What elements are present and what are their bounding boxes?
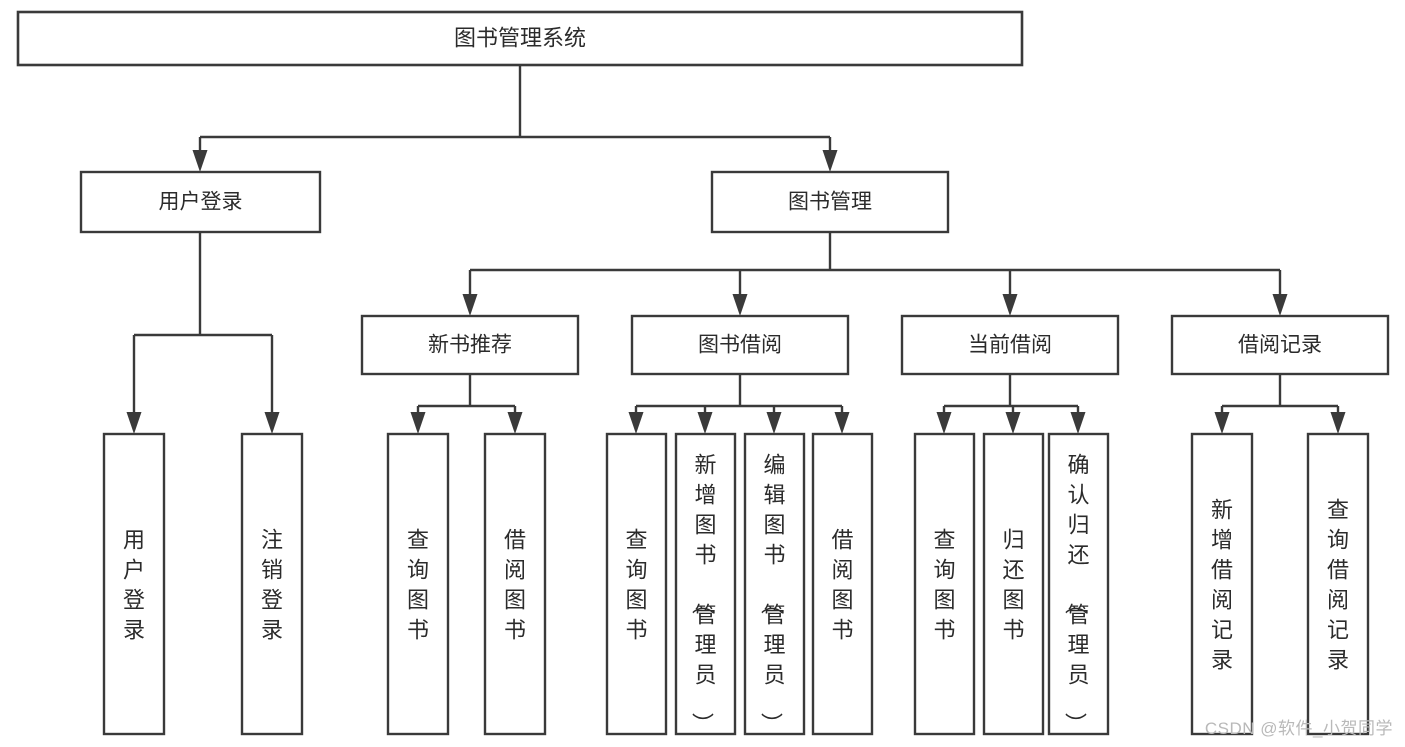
node-label: 新增借阅记录 xyxy=(1211,497,1233,672)
level1-node-图书管理[interactable]: 图书管理 xyxy=(710,170,950,234)
node-box xyxy=(811,432,874,736)
node-label: 新书推荐 xyxy=(428,334,512,357)
node-box xyxy=(710,170,950,234)
node-box xyxy=(360,314,580,376)
connector-user-login-to-leaves xyxy=(126,232,280,434)
connector-root-to-level1 xyxy=(192,65,838,172)
leaf-node-查询图书[interactable]: 查询图书 xyxy=(913,432,976,736)
leaf-node-查询图书[interactable]: 查询图书 xyxy=(386,432,450,736)
leaf-node-新增借阅记录[interactable]: 新增借阅记录 xyxy=(1190,432,1254,736)
connector-book-manage-to-level2 xyxy=(462,232,1288,316)
node-box xyxy=(386,432,450,736)
arrow-head-icon xyxy=(1002,294,1018,316)
node-label: 借阅记录 xyxy=(1238,334,1322,357)
leaf-node-借阅图书[interactable]: 借阅图书 xyxy=(811,432,874,736)
leaf-node-注销登录[interactable]: 注销登录 xyxy=(240,432,304,736)
arrow-head-icon xyxy=(766,412,782,434)
node-box xyxy=(1190,432,1254,736)
connector-new-book-to-leaves xyxy=(410,374,523,434)
node-box xyxy=(1047,432,1110,736)
arrow-head-icon xyxy=(732,294,748,316)
connector-borrow-book-to-leaves xyxy=(628,374,850,434)
node-label: 用户登录 xyxy=(123,527,145,642)
leaf-node-确认归还管理员[interactable]: 确认归还（管理员） xyxy=(1047,432,1110,736)
node-label: 新增图书（管理员） xyxy=(689,452,716,734)
node-label: 编辑图书（管理员） xyxy=(758,452,785,734)
arrow-head-icon xyxy=(1272,294,1288,316)
leaf-node-用户登录[interactable]: 用户登录 xyxy=(102,432,166,736)
connector-borrow-record-to-leaves xyxy=(1214,374,1346,434)
leaf-node-查询图书[interactable]: 查询图书 xyxy=(605,432,668,736)
arrow-head-icon xyxy=(126,412,142,434)
node-label: 图书管理系统 xyxy=(454,25,586,50)
node-box xyxy=(102,432,166,736)
node-box xyxy=(1306,432,1370,736)
node-box xyxy=(1170,314,1390,376)
watermark-text: CSDN @软件_小贺同学 xyxy=(1204,719,1393,738)
node-box xyxy=(483,432,547,736)
node-box xyxy=(630,314,850,376)
arrow-head-icon xyxy=(1005,412,1021,434)
root-node-node-图书管理系统[interactable]: 图书管理系统 xyxy=(16,10,1024,67)
node-label: 注销登录 xyxy=(261,527,283,642)
arrow-head-icon xyxy=(507,412,523,434)
arrow-head-icon xyxy=(1070,412,1086,434)
node-box xyxy=(674,432,737,736)
node-label: 查询图书 xyxy=(407,527,429,642)
level1-node-用户登录[interactable]: 用户登录 xyxy=(79,170,322,234)
node-box xyxy=(16,10,1024,67)
node-label: 图书借阅 xyxy=(698,334,782,357)
node-box xyxy=(743,432,806,736)
node-label: 查询借阅记录 xyxy=(1327,497,1349,672)
node-label: 当前借阅 xyxy=(968,334,1052,357)
node-label: 归还图书 xyxy=(1002,527,1024,642)
arrow-head-icon xyxy=(697,412,713,434)
node-box xyxy=(982,432,1045,736)
arrow-head-icon xyxy=(462,294,478,316)
arrow-head-icon xyxy=(936,412,952,434)
arrow-head-icon xyxy=(410,412,426,434)
arrow-head-icon xyxy=(822,150,838,172)
node-label: 查询图书 xyxy=(625,527,647,642)
connector-current-borrow-to-leaves xyxy=(936,374,1086,434)
leaf-node-归还图书[interactable]: 归还图书 xyxy=(982,432,1045,736)
arrow-head-icon xyxy=(192,150,208,172)
node-label: 借阅图书 xyxy=(831,527,853,642)
node-label: 借阅图书 xyxy=(504,527,526,642)
node-label: 查询图书 xyxy=(933,527,955,642)
leaf-node-新增图书管理员[interactable]: 新增图书（管理员） xyxy=(674,432,737,736)
arrow-head-icon xyxy=(628,412,644,434)
node-label: 图书管理 xyxy=(788,191,872,214)
level2-node-借阅记录[interactable]: 借阅记录 xyxy=(1170,314,1390,376)
arrow-head-icon xyxy=(264,412,280,434)
leaf-node-查询借阅记录[interactable]: 查询借阅记录 xyxy=(1306,432,1370,736)
node-box xyxy=(900,314,1120,376)
node-label: 用户登录 xyxy=(159,191,243,214)
leaf-node-编辑图书管理员[interactable]: 编辑图书（管理员） xyxy=(743,432,806,736)
level2-node-新书推荐[interactable]: 新书推荐 xyxy=(360,314,580,376)
node-box xyxy=(913,432,976,736)
node-label: 确认归还（管理员） xyxy=(1062,452,1089,734)
leaf-node-借阅图书[interactable]: 借阅图书 xyxy=(483,432,547,736)
level2-node-当前借阅[interactable]: 当前借阅 xyxy=(900,314,1120,376)
level2-node-图书借阅[interactable]: 图书借阅 xyxy=(630,314,850,376)
node-box xyxy=(79,170,322,234)
node-box xyxy=(605,432,668,736)
arrow-head-icon xyxy=(1214,412,1230,434)
node-box xyxy=(240,432,304,736)
arrow-head-icon xyxy=(1330,412,1346,434)
arrow-head-icon xyxy=(834,412,850,434)
